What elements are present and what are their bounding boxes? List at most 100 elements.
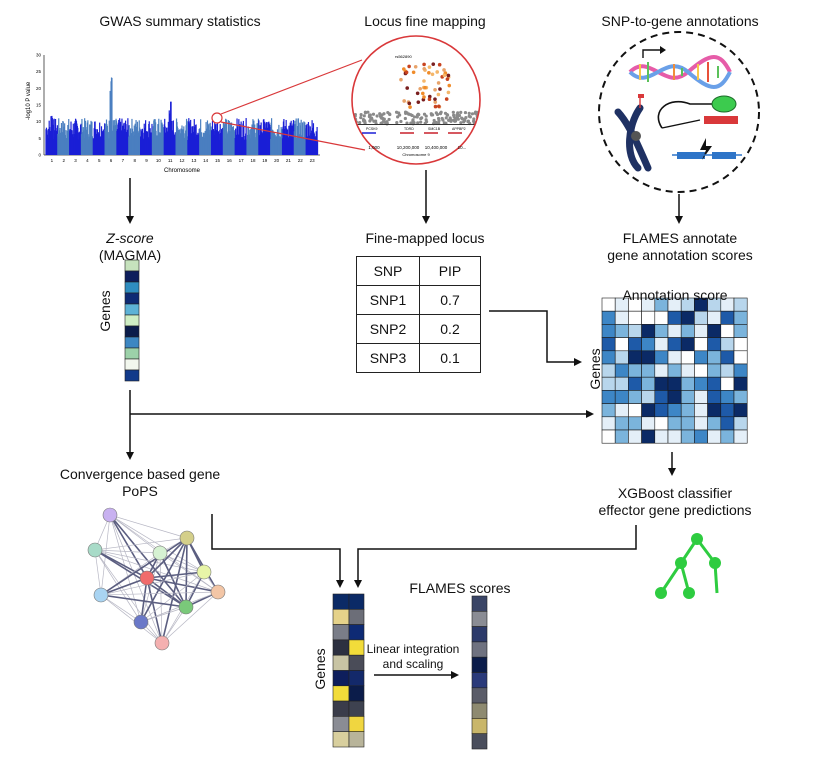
locus-gene-label: TDRD xyxy=(404,127,414,131)
manhattan-xlabel: Chromosome xyxy=(164,168,201,174)
network-edge xyxy=(146,537,188,579)
locus-point xyxy=(422,79,426,83)
network-edge xyxy=(146,577,219,593)
network-edge xyxy=(159,552,219,593)
integration-cell xyxy=(332,654,350,671)
heatmap-cell xyxy=(733,337,748,352)
flames-cell xyxy=(471,702,488,719)
locus-point xyxy=(379,116,384,120)
locus-point xyxy=(415,113,420,117)
locus-point xyxy=(375,114,379,118)
heatmap-cell xyxy=(707,390,722,404)
locus-point xyxy=(358,121,362,125)
heatmap-cell xyxy=(707,337,722,352)
locus-point xyxy=(363,111,368,115)
heatmap-cell xyxy=(694,429,708,444)
heatmap-cell xyxy=(667,337,682,352)
convergence-line1: Convergence based gene xyxy=(59,466,221,482)
network-edge xyxy=(94,537,188,551)
heatmap-cell xyxy=(733,429,748,444)
locus-point xyxy=(359,115,363,120)
locus-point xyxy=(418,86,422,91)
heatmap-cell xyxy=(614,350,629,365)
table-row: SNP2 0.2 xyxy=(356,314,481,344)
integration-cell xyxy=(332,670,350,687)
locus-point xyxy=(431,62,436,66)
locus-point xyxy=(438,87,442,91)
locus-point xyxy=(444,116,448,120)
manhattan-xtick: 9 xyxy=(145,158,148,163)
locus-point xyxy=(421,91,425,96)
manhattan-xtick: 13 xyxy=(191,158,197,163)
heatmap-cell xyxy=(628,324,642,338)
table-cell-pip: 0.2 xyxy=(419,314,481,344)
heatmap-cell xyxy=(628,390,642,404)
locus-point xyxy=(405,86,410,90)
annotation-genes-label: Genes xyxy=(587,348,603,390)
heatmap-cell xyxy=(707,403,722,418)
locus-point xyxy=(454,117,458,121)
table-header-snp: SNP xyxy=(356,256,420,286)
network-node xyxy=(210,584,226,600)
xgboost-line2: effector gene predictions xyxy=(598,502,752,518)
zoom-line-top xyxy=(220,59,363,115)
manhattan-xtick: 20 xyxy=(274,158,280,163)
heatmap-cell xyxy=(614,429,629,444)
network-edge xyxy=(161,537,188,644)
integration-cell xyxy=(332,624,350,641)
decision-tree-icon xyxy=(655,533,721,599)
heatmap-cell xyxy=(601,310,616,325)
heatmap-cell xyxy=(614,363,629,378)
locus-point xyxy=(402,99,406,103)
locus-point xyxy=(399,77,403,82)
heatmap-cell xyxy=(614,390,629,404)
heatmap-cell xyxy=(654,390,669,404)
network-edge xyxy=(140,537,188,623)
lead-snp-label: rs562890 xyxy=(395,54,412,59)
heatmap-cell xyxy=(667,416,682,431)
heatmap-cell xyxy=(680,376,695,391)
heatmap-cell xyxy=(654,416,669,431)
locus-point xyxy=(447,83,452,88)
locus-point xyxy=(407,101,412,106)
locus-point xyxy=(352,118,355,122)
integration-matrix xyxy=(332,593,365,748)
locus-point xyxy=(472,120,476,125)
flames-cell xyxy=(471,641,488,658)
locus-point xyxy=(419,116,423,121)
network-edge xyxy=(109,514,163,644)
network-edge xyxy=(159,552,187,608)
heatmap-cell xyxy=(720,363,735,378)
network-edge xyxy=(185,537,188,608)
locus-point xyxy=(463,118,467,123)
locus-point xyxy=(445,77,450,81)
heatmap-cell xyxy=(641,363,656,378)
heatmap-cell xyxy=(614,324,629,338)
dna-helix-icon xyxy=(628,55,732,89)
integration-cell xyxy=(332,608,350,625)
network-node xyxy=(139,570,155,586)
flames-cell xyxy=(471,626,488,643)
snp-to-gene-circle xyxy=(598,31,760,193)
heatmap-cell xyxy=(733,403,748,418)
heatmap-cell xyxy=(680,324,695,338)
locus-point xyxy=(371,112,376,116)
heatmap-cell xyxy=(654,403,669,418)
manhattan-xtick: 21 xyxy=(286,158,292,163)
integration-cell xyxy=(332,639,350,656)
locus-point xyxy=(372,119,376,123)
network-edge xyxy=(146,577,163,644)
locus-point xyxy=(427,65,432,69)
locus-gene-label: PCSK9 xyxy=(366,127,378,131)
manhattan-xtick: 12 xyxy=(179,158,185,163)
gene-disruption-icon xyxy=(672,138,742,160)
zscore-cell xyxy=(124,314,140,327)
arrow-table-to-annotation xyxy=(489,310,582,366)
heatmap-cell xyxy=(641,416,656,431)
locus-point xyxy=(412,115,417,119)
heatmap-cell xyxy=(680,337,695,352)
network-node xyxy=(154,635,170,651)
